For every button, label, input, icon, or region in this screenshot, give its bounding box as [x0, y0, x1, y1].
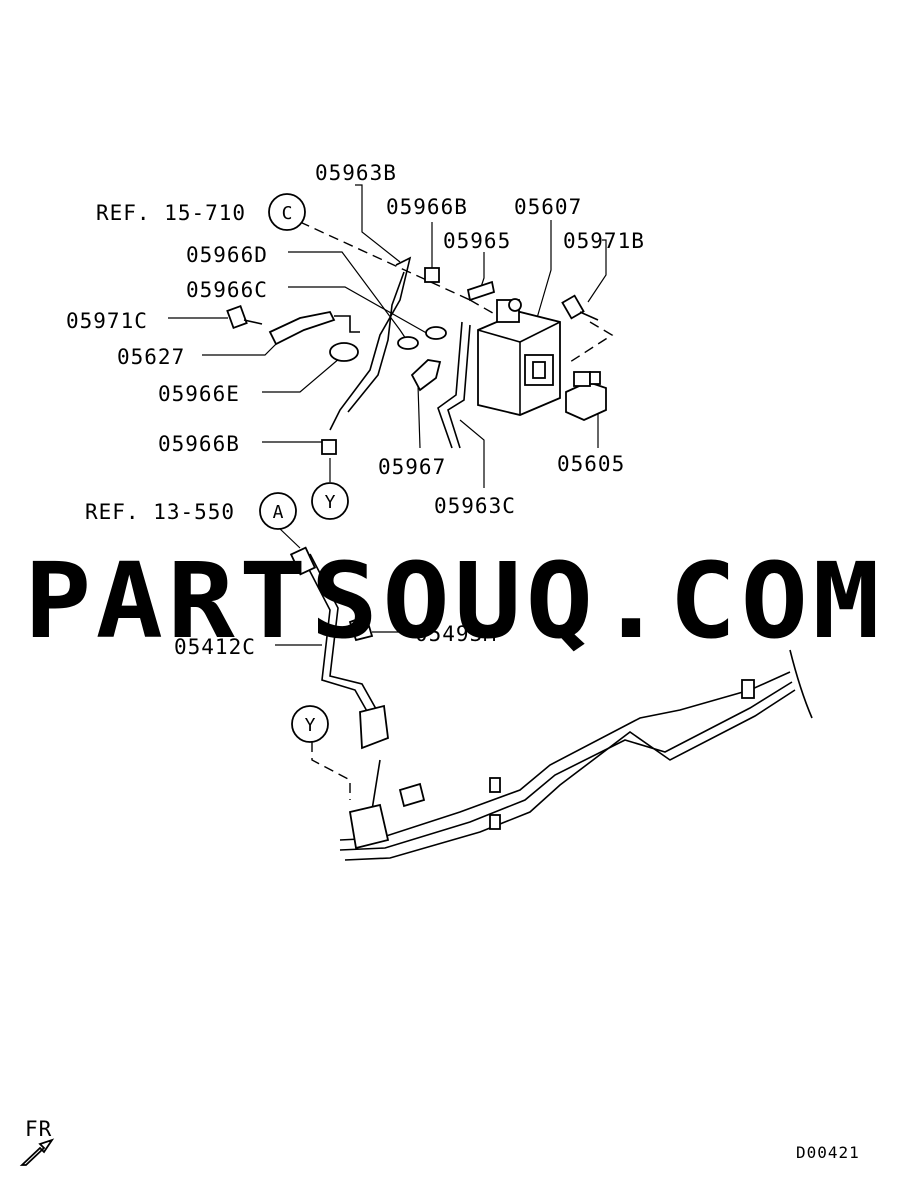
clamp-05493m — [348, 614, 374, 642]
hose-05963c — [437, 321, 463, 449]
part-label-05965[interactable]: 05965 — [443, 229, 511, 253]
part-label-05412c[interactable]: 05412C — [174, 635, 256, 659]
part-label-05966e[interactable]: 05966E — [158, 382, 240, 406]
part-label-05971c[interactable]: 05971C — [66, 309, 148, 333]
part-label-05966c[interactable]: 05966C — [186, 278, 268, 302]
clip-05966c — [425, 326, 447, 340]
fuel-line-bundle — [339, 649, 813, 861]
part-label-05966b-low[interactable]: 05966B — [158, 432, 240, 456]
part-label-05967[interactable]: 05967 — [378, 455, 446, 479]
leader-lines — [168, 184, 614, 800]
connector-a-label: A — [273, 502, 284, 523]
diagram-code: D00421 — [796, 1143, 860, 1162]
clamp-05966e — [329, 342, 359, 362]
clip-05966b-top — [424, 267, 440, 283]
connector-c: C — [268, 193, 306, 231]
connector-y-lower: Y — [291, 705, 329, 743]
fr-arrow-icon — [19, 1138, 55, 1166]
watermark: PARTSOUQ.COM — [24, 540, 884, 662]
canister-body — [477, 298, 561, 416]
bracket-05627 — [268, 310, 360, 346]
connector-y-lower-label: Y — [305, 715, 316, 736]
bracket-05967 — [410, 359, 442, 392]
connector-c-label: C — [282, 203, 293, 224]
bolt-05971b — [561, 294, 599, 321]
part-label-05607[interactable]: 05607 — [514, 195, 582, 219]
clip-05966b-low — [321, 439, 337, 455]
hose-05963b — [329, 256, 412, 431]
part-label-05627[interactable]: 05627 — [117, 345, 185, 369]
connector-a: A — [259, 492, 297, 530]
part-label-05493m[interactable]: 05493M — [415, 622, 497, 646]
direction-label: FR — [25, 1117, 52, 1141]
part-label-05963b[interactable]: 05963B — [315, 161, 397, 185]
part-label-05971b[interactable]: 05971B — [563, 229, 645, 253]
clip-05966d — [397, 336, 419, 350]
bolt-05971c — [226, 304, 263, 330]
joint-05965 — [466, 280, 496, 302]
part-label-05963c[interactable]: 05963C — [434, 494, 516, 518]
hose-05412c — [301, 555, 373, 721]
ref-13-550-label: REF. 13-550 — [85, 500, 235, 524]
part-label-05966d[interactable]: 05966D — [186, 243, 268, 267]
ref-15-710-label: REF. 15-710 — [96, 201, 246, 225]
connector-y-upper: Y — [311, 482, 349, 520]
purge-valve — [565, 371, 607, 421]
connector-y-upper-label: Y — [325, 492, 336, 513]
part-label-05966b-top[interactable]: 05966B — [386, 195, 468, 219]
part-label-05605[interactable]: 05605 — [557, 452, 625, 476]
component-drawings — [19, 256, 813, 1166]
